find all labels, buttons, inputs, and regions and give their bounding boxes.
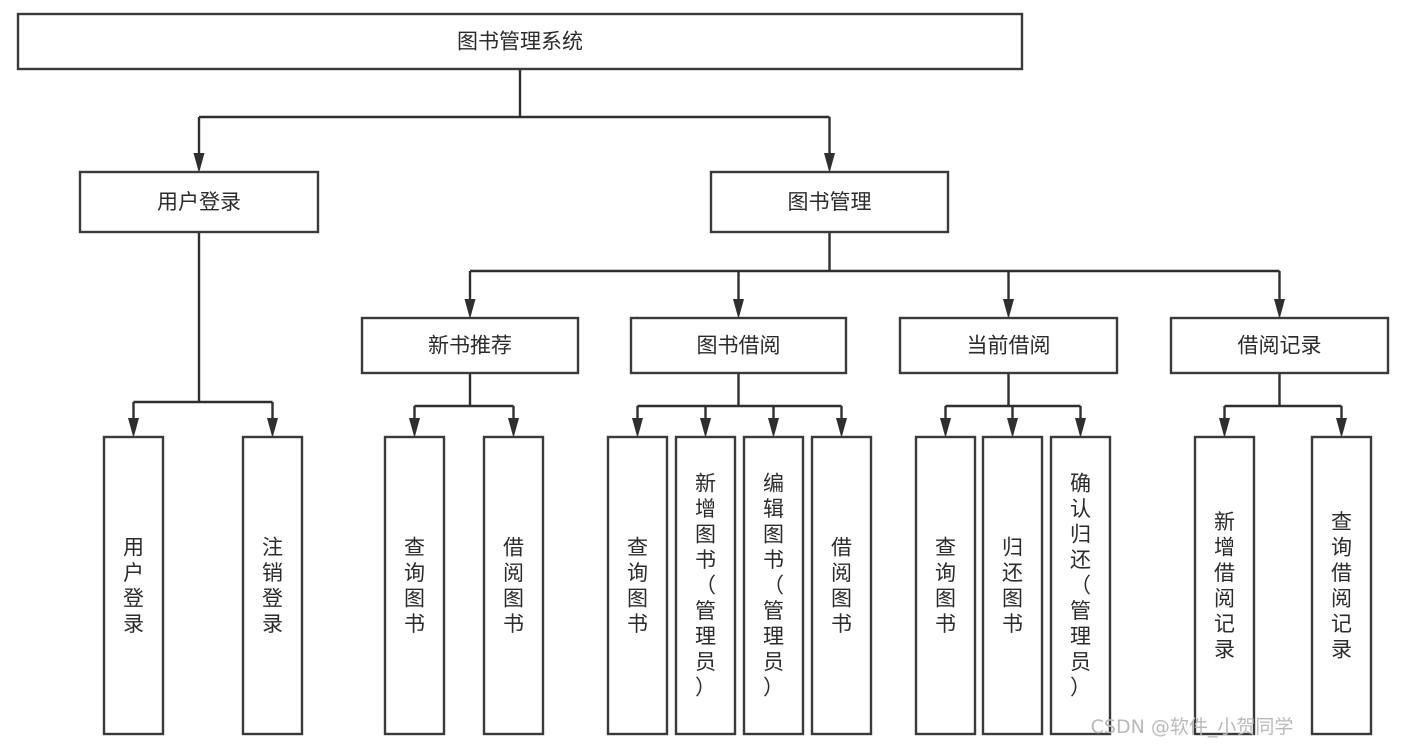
node-label-leaf-borrow-book-new: 借阅图书 [503,535,524,636]
node-box-new-book-recommend[interactable] [360,316,580,375]
node-current-borrow[interactable]: 当前借阅 [898,316,1119,375]
arrow-head-leaf-query-book-borrow [632,418,643,438]
arrow-head-book-management [824,153,835,173]
node-leaf-add-book-admin[interactable]: 新增图书（管理员） [674,435,737,736]
node-leaf-user-login[interactable]: 用户登录 [102,435,165,736]
node-box-leaf-return-book[interactable] [981,435,1044,736]
node-box-book-management[interactable] [709,170,950,234]
arrow-head-leaf-return-book [1007,418,1018,438]
node-box-leaf-add-borrow-record[interactable] [1193,435,1256,736]
node-label-root: 图书管理系统 [457,30,583,54]
connector-group-current-borrow [940,373,1086,438]
node-label-leaf-user-login: 用户登录 [123,535,144,636]
node-label-book-management: 图书管理 [788,190,872,214]
node-leaf-borrow-book-new[interactable]: 借阅图书 [482,435,545,736]
node-box-borrow-record[interactable] [1169,316,1390,375]
node-leaf-return-book[interactable]: 归还图书 [981,435,1044,736]
arrow-head-leaf-user-login [128,418,139,438]
node-box-user-login[interactable] [78,170,320,234]
node-label-leaf-borrow-book: 借阅图书 [831,535,852,636]
node-box-leaf-add-book-admin[interactable] [674,435,737,736]
connector-lines-layer [128,69,1347,438]
node-label-current-borrow: 当前借阅 [967,334,1051,358]
arrow-head-user-login [193,153,205,173]
node-label-book-borrow: 图书借阅 [697,334,781,358]
node-label-leaf-query-borrow-record: 查询借阅记录 [1331,510,1352,662]
node-boxes-layer: 图书管理系统用户登录图书管理新书推荐图书借阅当前借阅借阅记录用户登录注销登录查询… [16,12,1390,736]
node-label-leaf-logout: 注销登录 [262,535,283,636]
node-leaf-confirm-return[interactable]: 确认归还（管理员） [1049,435,1112,736]
node-leaf-query-book-new[interactable]: 查询图书 [383,435,446,736]
node-label-leaf-query-book-new: 查询图书 [404,535,425,636]
node-root[interactable]: 图书管理系统 [16,12,1024,71]
node-label-leaf-edit-book-admin: 编辑图书（管理员） [763,472,784,700]
node-box-root[interactable] [16,12,1024,71]
node-leaf-query-book-borrow[interactable]: 查询图书 [606,435,669,736]
node-box-leaf-query-book-new[interactable] [383,435,446,736]
node-leaf-borrow-book[interactable]: 借阅图书 [810,435,873,736]
node-book-management[interactable]: 图书管理 [709,170,950,234]
node-book-borrow[interactable]: 图书借阅 [629,316,848,375]
connector-group-book-borrow [632,373,847,438]
arrow-head-current-borrow [1003,299,1014,319]
node-leaf-query-borrow-record[interactable]: 查询借阅记录 [1310,435,1373,736]
arrow-head-leaf-borrow-book [836,418,847,438]
node-user-login[interactable]: 用户登录 [78,170,320,234]
arrow-head-leaf-confirm-return [1075,418,1086,438]
node-box-leaf-borrow-book[interactable] [810,435,873,736]
arrow-head-leaf-logout [267,418,278,438]
node-leaf-logout[interactable]: 注销登录 [241,435,304,736]
connector-group-root [193,69,835,173]
node-label-user-login: 用户登录 [157,190,241,214]
csdn-watermark: CSDN @软件_小贺同学 [1091,716,1294,738]
arrow-head-leaf-query-book-current [940,418,951,438]
node-label-borrow-record: 借阅记录 [1238,334,1322,358]
arrow-head-borrow-record [1274,299,1285,319]
connector-group-new-book-recommend [409,373,519,438]
node-label-new-book-recommend: 新书推荐 [428,334,512,358]
node-box-book-borrow[interactable] [629,316,848,375]
arrow-head-leaf-borrow-book-new [508,418,519,438]
node-leaf-query-book-current[interactable]: 查询图书 [914,435,977,736]
node-box-leaf-query-book-borrow[interactable] [606,435,669,736]
node-label-leaf-query-book-borrow: 查询图书 [627,535,648,636]
arrow-head-leaf-edit-book-admin [768,418,779,438]
connector-group-book-management [464,232,1285,319]
node-leaf-edit-book-admin[interactable]: 编辑图书（管理员） [742,435,805,736]
node-label-leaf-query-book-current: 查询图书 [935,535,956,636]
arrow-head-leaf-add-book-admin [700,418,711,438]
node-box-leaf-user-login[interactable] [102,435,165,736]
node-box-leaf-logout[interactable] [241,435,304,736]
node-box-leaf-borrow-book-new[interactable] [482,435,545,736]
arrow-head-leaf-query-book-new [409,418,420,438]
node-box-leaf-query-borrow-record[interactable] [1310,435,1373,736]
arrow-head-leaf-add-borrow-record [1219,418,1230,438]
connector-group-user-login [128,232,278,438]
arrow-head-leaf-query-borrow-record [1336,418,1347,438]
arrow-head-book-borrow [733,299,744,319]
node-label-leaf-add-borrow-record: 新增借阅记录 [1214,510,1235,662]
node-box-current-borrow[interactable] [898,316,1119,375]
connector-group-borrow-record [1219,373,1347,438]
node-new-book-recommend[interactable]: 新书推荐 [360,316,580,375]
node-box-leaf-edit-book-admin[interactable] [742,435,805,736]
arrow-head-new-book-recommend [464,299,476,319]
node-label-leaf-return-book: 归还图书 [1002,535,1023,636]
node-label-leaf-add-book-admin: 新增图书（管理员） [695,472,716,700]
node-borrow-record[interactable]: 借阅记录 [1169,316,1390,375]
node-box-leaf-query-book-current[interactable] [914,435,977,736]
node-label-leaf-confirm-return: 确认归还（管理员） [1070,472,1091,700]
node-box-leaf-confirm-return[interactable] [1049,435,1112,736]
node-leaf-add-borrow-record[interactable]: 新增借阅记录 [1193,435,1256,736]
